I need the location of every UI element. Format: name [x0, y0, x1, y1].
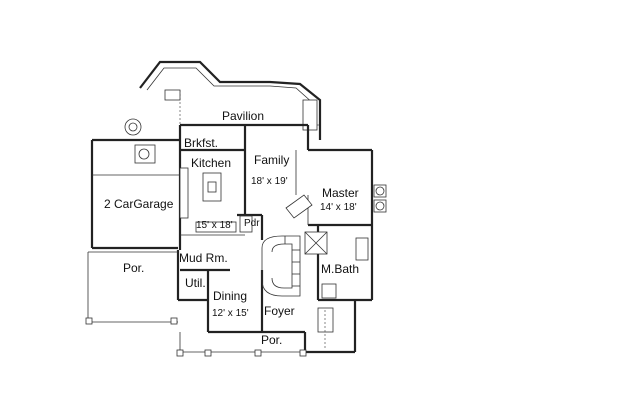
room-dim-family: 18' x 19' — [251, 176, 288, 187]
room-label-kitchen: Kitchen — [191, 156, 231, 170]
room-label-brkfst: Brkfst. — [184, 136, 218, 150]
garage-block — [90, 138, 180, 250]
column-circle — [124, 118, 142, 136]
closet-shelf — [317, 307, 334, 333]
room-label-porch-left: Por. — [123, 261, 144, 275]
room-label-family: Family — [254, 153, 289, 167]
room-label-pavilion: Pavilion — [222, 109, 264, 123]
master-bath-fixtures — [304, 231, 369, 350]
powder-toilet — [239, 215, 253, 233]
room-dim-dining: 12' x 15' — [212, 308, 249, 319]
room-label-pdr: Pdr — [244, 218, 260, 229]
room-dim-kitchen: 15' x 18' — [196, 220, 233, 231]
room-label-garage: 2 CarGarage — [104, 197, 174, 211]
family-fireplace — [285, 194, 313, 219]
room-label-master: Master — [322, 186, 359, 200]
room-label-mbath: M.Bath — [321, 262, 359, 276]
room-label-porch-front: Por. — [261, 333, 282, 347]
bbq-grill — [164, 89, 181, 101]
water-heater — [134, 144, 156, 164]
left-porch-block — [85, 251, 178, 325]
outdoor-fireplace — [302, 99, 318, 131]
room-label-foyer: Foyer — [264, 304, 295, 318]
curved-staircase — [261, 235, 301, 297]
kitchen-fixtures — [179, 167, 253, 233]
room-label-util: Util. — [185, 276, 206, 290]
ac-units — [373, 184, 387, 213]
front-porch-block — [176, 332, 307, 357]
pavilion-bay — [124, 60, 322, 140]
room-dim-master: 14' x 18' — [320, 202, 357, 213]
room-label-dining: Dining — [213, 289, 247, 303]
room-label-mudroom: Mud Rm. — [179, 251, 228, 265]
